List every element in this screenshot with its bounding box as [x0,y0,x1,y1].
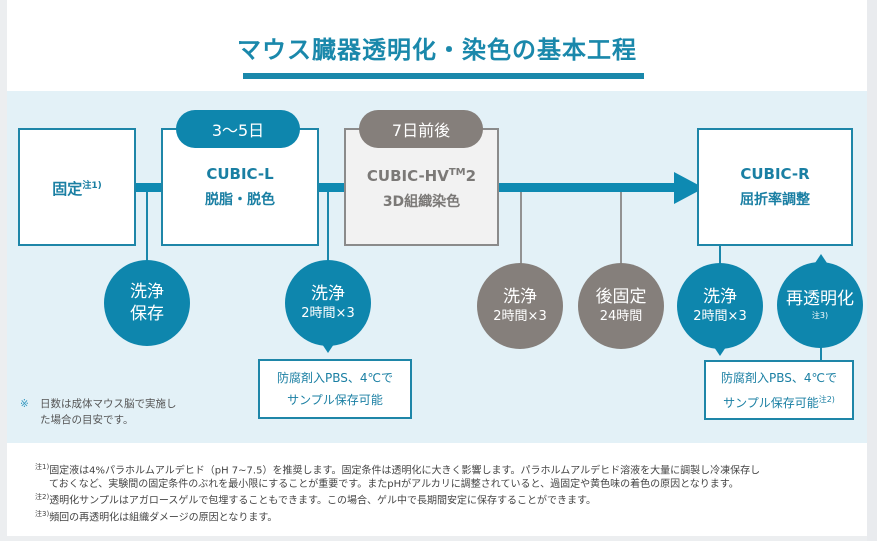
callout-tail-2 [714,347,726,356]
substep-wash-3-line1: 洗浄 [703,287,737,307]
connector-line-reclear [820,345,822,361]
step-cubic-hv2-name: CUBIC-HV [366,166,449,185]
substep-post-fix-line2: 24時間 [599,309,643,324]
footnote-1: 注1)固定液は4%パラホルムアルデヒド（pH 7~7.5）を推奨します。固定条件… [35,461,760,478]
connector-line-post-fix [620,192,622,264]
substep-wash-3-line2: 2時間×3 [693,309,747,324]
step-cubic-hv2-version: 2 [465,166,477,185]
callout-tail-reclear [815,254,827,263]
callout-tail-1 [322,344,334,353]
duration-badge-cubic-l: 3〜5日 [176,110,300,148]
footnote-2-line1: 透明化サンプルはアガロースゲルで包埋することもできます。この場合、ゲル中で長期間… [49,495,596,507]
connector-line-wash-3 [719,246,721,264]
duration-remark: ※ 日数は成体マウス脳で実施し た場合の目安です。 [20,396,177,428]
viewer-background [867,0,877,541]
remark-line2: た場合の目安です。 [40,414,134,426]
connector-line-wash-2 [520,192,522,264]
storage-note-2: 防腐剤入PBS、4℃で サンプル保存可能注2) [704,360,854,420]
duration-badge-cubic-hv2: 7日前後 [359,110,483,148]
page-title: マウス臓器透明化・染色の基本工程 [237,36,637,64]
page: マウス臓器透明化・染色の基本工程 固定注1) CUBIC-L 脱脂・脱色 3〜5… [7,0,867,536]
substep-reclearing: 再透明化 注3) [777,262,863,348]
footnote-1-line1: 固定液は4%パラホルムアルデヒド（pH 7~7.5）を推奨します。固定条件は透明… [49,465,761,477]
footnote-3-number: 注3) [35,510,50,519]
footnote-ref-1: 注1) [82,180,102,191]
trademark-mark: TM [448,166,466,178]
substep-wash-store-line1: 洗浄 [130,282,164,302]
storage-note-1: 防腐剤入PBS、4℃で サンプル保存可能 [258,359,412,419]
footnote-2-number: 注2) [35,493,50,502]
storage-note-2-line2: サンプル保存可能 [723,395,819,410]
step-cubic-r-description: 屈折率調整 [740,192,810,208]
flow-connector-2 [317,183,347,192]
storage-note-1-line2: サンプル保存可能 [287,393,383,407]
footnotes: 注1)固定液は4%パラホルムアルデヒド（pH 7~7.5）を推奨します。固定条件… [35,461,760,525]
footnote-2: 注2)透明化サンプルはアガロースゲルで包埋することもできます。この場合、ゲル中で… [35,491,760,508]
step-cubic-hv2-description: 3D組織染色 [382,193,461,210]
title-underline [243,73,644,79]
footnote-3-line1: 頻回の再透明化は組織ダメージの原因となります。 [49,512,278,524]
flow-connector-3 [497,183,677,192]
footnote-1-line2: ておくなど、実験間の固定条件のぶれを最小限にすることが重要です。またpHがアルカ… [49,478,739,490]
step-cubic-l-description: 脱脂・脱色 [205,192,275,208]
storage-note-2-line1: 防腐剤入PBS、4℃で [721,370,837,385]
footnote-3: 注3)頻回の再透明化は組織ダメージの原因となります。 [35,508,760,525]
substep-wash-1-line1: 洗浄 [311,284,345,304]
substep-reclear-label: 再透明化 [786,289,854,309]
step-fixation-label: 固定 [52,179,83,198]
substep-wash-1-line2: 2時間×3 [301,306,355,321]
substep-wash-after-cubic-l: 洗浄 2時間×3 [285,260,371,346]
footnote-ref-3: 注3) [811,311,829,320]
reference-mark-icon: ※ [20,398,29,410]
substep-wash-2-line1: 洗浄 [503,287,537,307]
step-fixation: 固定注1) [18,128,136,246]
substep-wash-store-line2: 保存 [130,304,164,324]
footnote-ref-2: 注2) [818,394,835,404]
connector-line-wash-store [146,192,148,262]
substep-wash-2-line2: 2時間×3 [493,309,547,324]
substep-post-fixation: 後固定 24時間 [578,263,664,349]
flow-connector-1 [135,183,165,192]
step-cubic-r-name: CUBIC-R [740,165,810,183]
remark-line1: 日数は成体マウス脳で実施し [40,398,177,410]
substep-post-fix-line1: 後固定 [595,287,647,307]
storage-note-1-line1: 防腐剤入PBS、4℃で [277,371,393,385]
substep-wash-store: 洗浄 保存 [104,260,190,346]
footnote-1-number: 注1) [35,463,50,471]
step-cubic-l-name: CUBIC-L [206,165,274,183]
connector-line-wash-1 [327,192,329,262]
substep-wash-after-hv2: 洗浄 2時間×3 [477,263,563,349]
step-cubic-r: CUBIC-R 屈折率調整 [697,128,853,246]
substep-wash-before-cubic-r: 洗浄 2時間×3 [677,263,763,349]
